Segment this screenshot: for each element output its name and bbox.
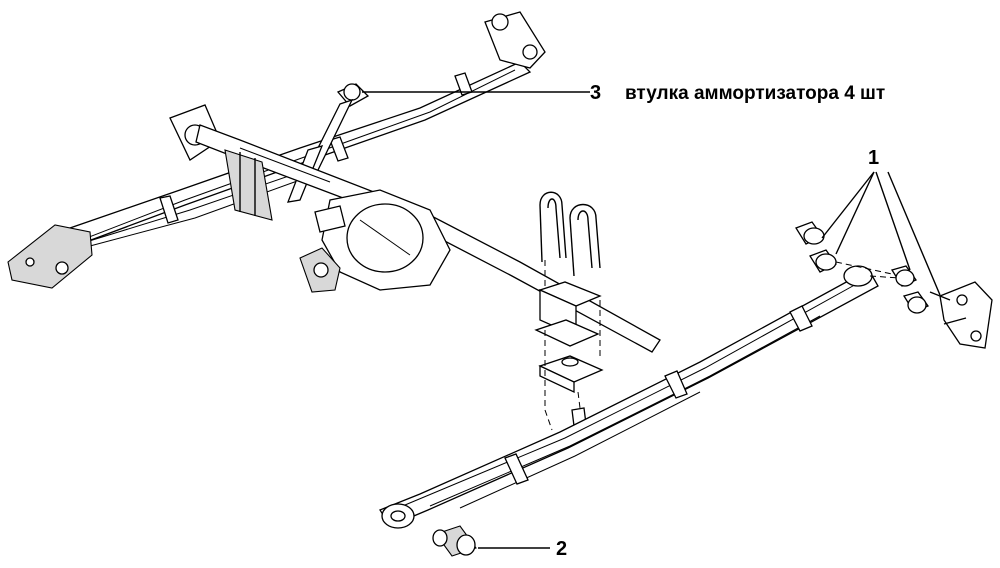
axle-housing <box>169 104 661 353</box>
callout-2-number: 2 <box>556 538 567 560</box>
loose-bushing <box>432 525 477 557</box>
spring-seat-stack <box>534 260 604 431</box>
callout-3-number: 3 <box>590 82 601 104</box>
u-bolts <box>539 191 601 277</box>
right-leaf-spring <box>379 265 879 529</box>
callout-3-label: втулка аммортизатора 4 шт <box>625 83 885 104</box>
callout-1-number: 1 <box>868 147 879 169</box>
rear-shackle-assembly <box>795 221 993 349</box>
leader-lines <box>362 91 941 549</box>
